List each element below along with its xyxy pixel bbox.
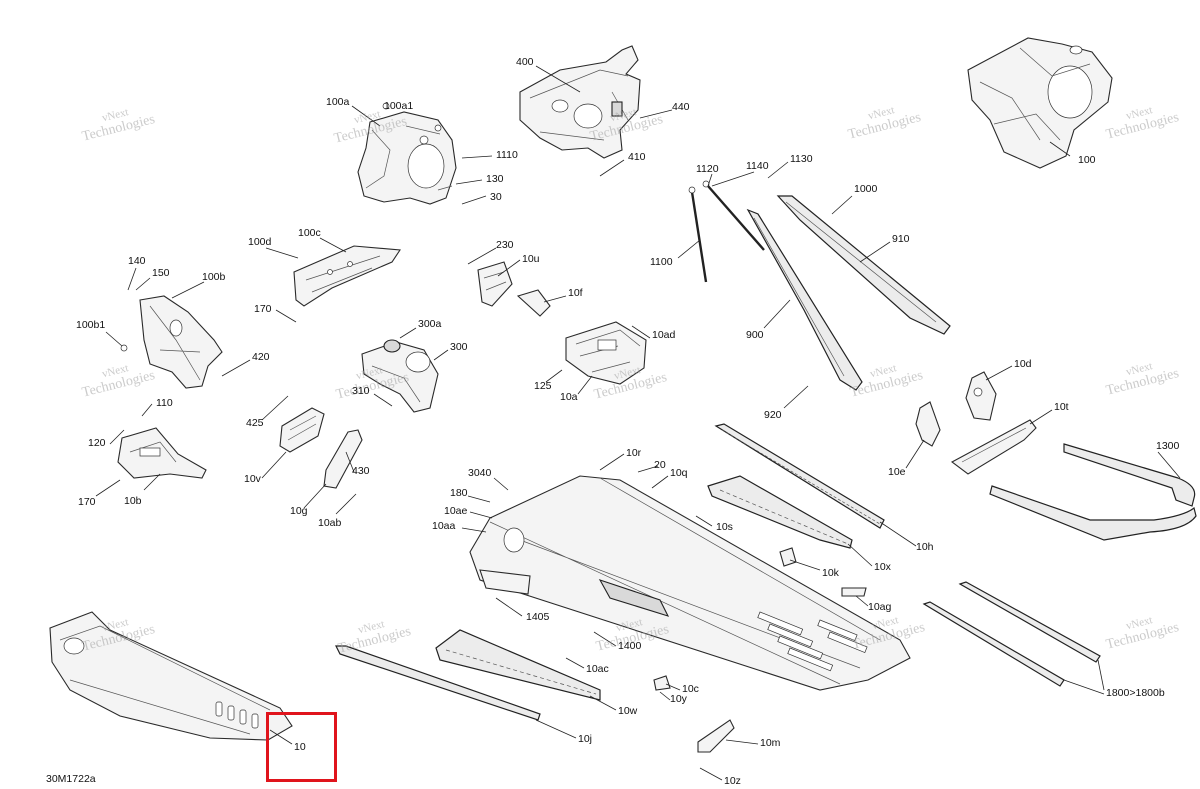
callout-1300: 1300	[1156, 440, 1180, 452]
callout-100: 100	[1078, 154, 1096, 166]
callout-430: 430	[352, 465, 370, 477]
callout-3040: 3040	[468, 467, 492, 479]
part-steering-support	[519, 45, 641, 159]
callout-10ae: 10ae	[444, 505, 468, 517]
callout-300a: 300a	[418, 318, 442, 330]
callout-230: 230	[496, 239, 514, 251]
part-small-10c-10m	[653, 675, 735, 753]
callout-1800-1800b: 1800>1800b	[1106, 687, 1165, 699]
callout-300: 300	[450, 341, 468, 353]
callout-10v: 10v	[244, 473, 261, 485]
callout-10d: 10d	[1014, 358, 1032, 370]
callout-420: 420	[252, 351, 270, 363]
callout-910: 910	[892, 233, 910, 245]
callout-410: 410	[628, 151, 646, 163]
callout-10f: 10f	[568, 287, 583, 299]
part-upper-frame-100	[967, 37, 1113, 169]
callout-900: 900	[746, 329, 764, 341]
callout-10z: 10z	[724, 775, 741, 787]
callout-1405: 1405	[526, 611, 550, 623]
callout-10a: 10a	[560, 391, 578, 403]
callout-10c: 10c	[682, 683, 699, 695]
part-front-frame-100a	[357, 102, 457, 205]
callout-180: 180	[450, 487, 468, 499]
callout-10: 10	[294, 741, 306, 753]
callout-440: 440	[672, 101, 690, 113]
callout-1110: 1110	[496, 149, 518, 161]
callout-170-top: 170	[254, 303, 272, 315]
callout-10g: 10g	[290, 505, 308, 517]
callout-1000: 1000	[854, 183, 878, 195]
assembly-slots	[215, 701, 259, 729]
part-bracket-10u	[477, 261, 551, 317]
callout-10h: 10h	[916, 541, 934, 553]
callout-10s: 10s	[716, 521, 733, 533]
callout-1140: 1140	[746, 160, 769, 172]
part-plates-10d-10e-10t	[915, 371, 1037, 475]
callout-120: 120	[88, 437, 106, 449]
callout-10m: 10m	[760, 737, 781, 749]
callout-10ag: 10ag	[868, 601, 892, 613]
callout-10w: 10w	[618, 705, 638, 717]
callout-30: 30	[490, 191, 502, 203]
callout-1400: 1400	[618, 640, 642, 652]
callout-100a: 100a	[326, 96, 350, 108]
document-code: 30M1722a	[46, 773, 96, 785]
callout-10q: 10q	[670, 467, 688, 479]
part-rods-1100	[688, 180, 765, 283]
part-rails-1800	[922, 581, 1101, 687]
callout-10aa: 10aa	[432, 520, 456, 532]
callout-10t: 10t	[1054, 401, 1069, 413]
callout-100b: 100b	[202, 271, 226, 283]
callout-425: 425	[246, 417, 264, 429]
callout-110: 110	[156, 397, 173, 409]
callout-400: 400	[516, 56, 534, 68]
callout-10y: 10y	[670, 693, 687, 705]
part-footrest-10b	[117, 427, 207, 479]
callout-10ab: 10ab	[318, 517, 342, 529]
callout-100a1: 100a1	[384, 100, 414, 112]
tunnel-slots	[757, 611, 868, 672]
callout-10ac: 10ac	[586, 663, 609, 675]
leader-lines	[95, 65, 1181, 781]
part-rails-10w-10j	[335, 629, 601, 721]
callout-10r: 10r	[626, 447, 642, 459]
callout-10x: 10x	[874, 561, 891, 573]
part-rails-900-910	[746, 195, 951, 391]
callout-10ad: 10ad	[652, 329, 676, 341]
part-assembly-10	[49, 611, 293, 741]
callout-100b1: 100b1	[76, 319, 106, 331]
callout-10b: 10b	[124, 495, 142, 507]
callout-920: 920	[764, 409, 782, 421]
part-frame-100b	[120, 295, 223, 389]
callout-170-bottom: 170	[78, 496, 96, 508]
callout-1100: 1100	[650, 256, 673, 268]
part-bracket-100c	[293, 245, 401, 307]
callout-125: 125	[534, 380, 552, 392]
callout-10j: 10j	[578, 733, 593, 745]
callout-1120: 1120	[696, 163, 719, 175]
callout-10k: 10k	[822, 567, 839, 579]
part-rail-1300	[989, 443, 1197, 541]
callout-20: 20	[654, 459, 666, 471]
part-rails-10h-10x	[707, 423, 885, 597]
callout-130: 130	[486, 173, 504, 185]
callout-1130: 1130	[790, 153, 813, 165]
part-bracket-10v	[279, 407, 363, 489]
callout-100d: 100d	[248, 236, 272, 248]
part-bracket-300	[361, 339, 439, 413]
highlight-box	[266, 712, 337, 782]
callout-310: 310	[352, 385, 370, 397]
callout-150: 150	[152, 267, 170, 279]
part-tunnel-main	[469, 475, 911, 691]
callout-10e: 10e	[888, 466, 906, 478]
callout-10u: 10u	[522, 253, 540, 265]
callout-100c: 100c	[298, 227, 321, 239]
part-box-10ad	[565, 321, 647, 385]
callout-140: 140	[128, 255, 146, 267]
